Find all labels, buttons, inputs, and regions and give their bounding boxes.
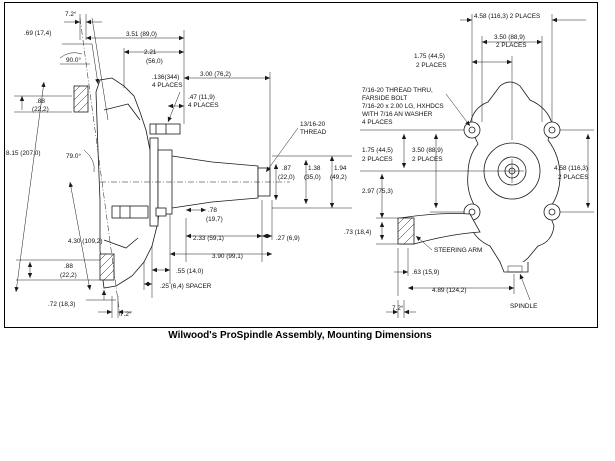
- label-dim-815: 8.15 (207,0): [6, 150, 40, 157]
- label-dim-194: 1.94: [334, 165, 347, 172]
- note-line-5: 4 PLACES: [362, 119, 393, 126]
- note-line-2: FARSIDE BOLT: [362, 95, 407, 102]
- label-dim-430: 4.30 (109,2): [68, 238, 102, 245]
- label-steering-arm: STEERING ARM: [434, 247, 482, 254]
- label-dim-88-bot: .88: [64, 263, 73, 270]
- top-bolt: [149, 123, 181, 135]
- label-dim-350-top: 3.50 (88,9): [494, 34, 525, 41]
- upright-inner-line: [103, 103, 141, 249]
- label-dim-72: .72 (18,3): [48, 301, 75, 308]
- label-dim-350-mid: 3.50 (88,9): [412, 147, 443, 154]
- side-view: [14, 14, 352, 318]
- note-line-4: WITH 7/16 AN WASHER: [362, 111, 433, 118]
- label-dim-88-bot-mm: (22,2): [60, 272, 77, 279]
- label-dim-136-places: 4 PLACES: [152, 82, 183, 89]
- label-angle-top: 7.2°: [65, 10, 77, 18]
- mounting-hole-lower-right: [543, 203, 561, 221]
- label-dim-390: 3.90 (99,1): [212, 253, 243, 260]
- label-dim-489: 4.89 (124,2): [432, 287, 466, 294]
- label-dim-138: 1.38: [308, 165, 321, 172]
- label-dim-458-right: 4.58 (116,3): [554, 165, 588, 172]
- label-dim-350-top-places: 2 PLACES: [496, 42, 527, 49]
- label-dim-47: .47 (11,9): [188, 94, 215, 101]
- figure-caption: Wilwood's ProSpindle Assembly, Mounting …: [168, 330, 432, 341]
- label-dim-88-top-mm: (22,2): [32, 106, 49, 113]
- mounting-hole-upper-right: [543, 121, 561, 139]
- label-dim-458-right-places: 2 PLACES: [558, 174, 589, 181]
- label-dim-194-mm: (49,2): [330, 174, 347, 181]
- steering-arm-boss: [397, 217, 415, 245]
- label-dim-87: .87: [282, 165, 291, 172]
- label-thread: 13/16-20: [300, 121, 326, 128]
- label-dim-175-mid-places: 2 PLACES: [362, 156, 393, 163]
- drawing-frame: [4, 2, 598, 328]
- label-dim-458-top: 4.58 (116,3) 2 PLACES: [474, 13, 540, 20]
- lower-spindle-boss: [499, 261, 529, 273]
- label-dim-27: .27 (6,9): [276, 235, 300, 242]
- label-dim-138-mm: (35,0): [304, 174, 321, 181]
- kingpin-axis: [79, 17, 121, 317]
- label-dim-297: 2.97 (75,3): [362, 188, 393, 195]
- label-right-angle: 90.0°: [66, 56, 81, 64]
- label-dim-221-mm: (56,0): [146, 58, 163, 65]
- label-dim-55: .55 (14,0): [176, 268, 203, 275]
- upright-plate: [467, 81, 561, 266]
- label-dim-78-mm: (19,7): [206, 216, 223, 223]
- label-dim-351: 3.51 (89,0): [126, 31, 157, 38]
- label-dim-221: 2.21: [144, 49, 157, 56]
- label-dim-78: .78: [208, 207, 217, 214]
- label-dim-175-top: 1.75 (44,5): [414, 53, 445, 60]
- mounting-hole-upper-left: [463, 121, 481, 139]
- side-view-labels: 7.2° .69 (17,4) 3.51 (89,0) 2.21 (56,0) …: [6, 10, 347, 318]
- note-line-1: 7/16-20 THREAD THRU,: [362, 87, 433, 94]
- label-dim-300: 3.00 (76,2): [200, 71, 231, 78]
- label-dim-175-mid: 1.75 (44,5): [362, 147, 393, 154]
- label-dim-47-places: 4 PLACES: [188, 102, 219, 109]
- label-kpi-angle: 79.0°: [66, 152, 81, 160]
- mounting-dimensions-diagram: 7.2° .69 (17,4) 3.51 (89,0) 2.21 (56,0) …: [6, 10, 594, 318]
- label-dim-350-mid-places: 2 PLACES: [412, 156, 443, 163]
- label-dim-175-top-places: 2 PLACES: [416, 62, 447, 69]
- label-dim-87-mm: (22,0): [278, 174, 295, 181]
- label-angle-bottom-front: 7.2°: [392, 304, 404, 312]
- note-line-3: 7/16-20 x 2.00 LG, HXHDCS: [362, 103, 444, 110]
- label-angle-bottom: 7.2°: [120, 310, 132, 318]
- label-dim-25-spacer: .25 (6,4) SPACER: [160, 283, 212, 290]
- label-dim-73: .73 (18,4): [344, 229, 371, 236]
- label-dim-136: .136(344): [152, 74, 179, 81]
- label-thread-label: THREAD: [300, 129, 327, 136]
- front-view-labels: 4.58 (116,3) 2 PLACES 3.50 (88,9) 2 PLAC…: [344, 13, 589, 312]
- label-dim-88-top: .88: [36, 98, 45, 105]
- label-dim-69: .69 (17,4): [24, 30, 51, 37]
- label-dim-63: .63 (15,9): [412, 269, 439, 276]
- front-view: [360, 14, 594, 318]
- label-dim-233: 2.33 (59,1): [193, 235, 224, 242]
- label-spindle: SPINDLE: [510, 303, 537, 310]
